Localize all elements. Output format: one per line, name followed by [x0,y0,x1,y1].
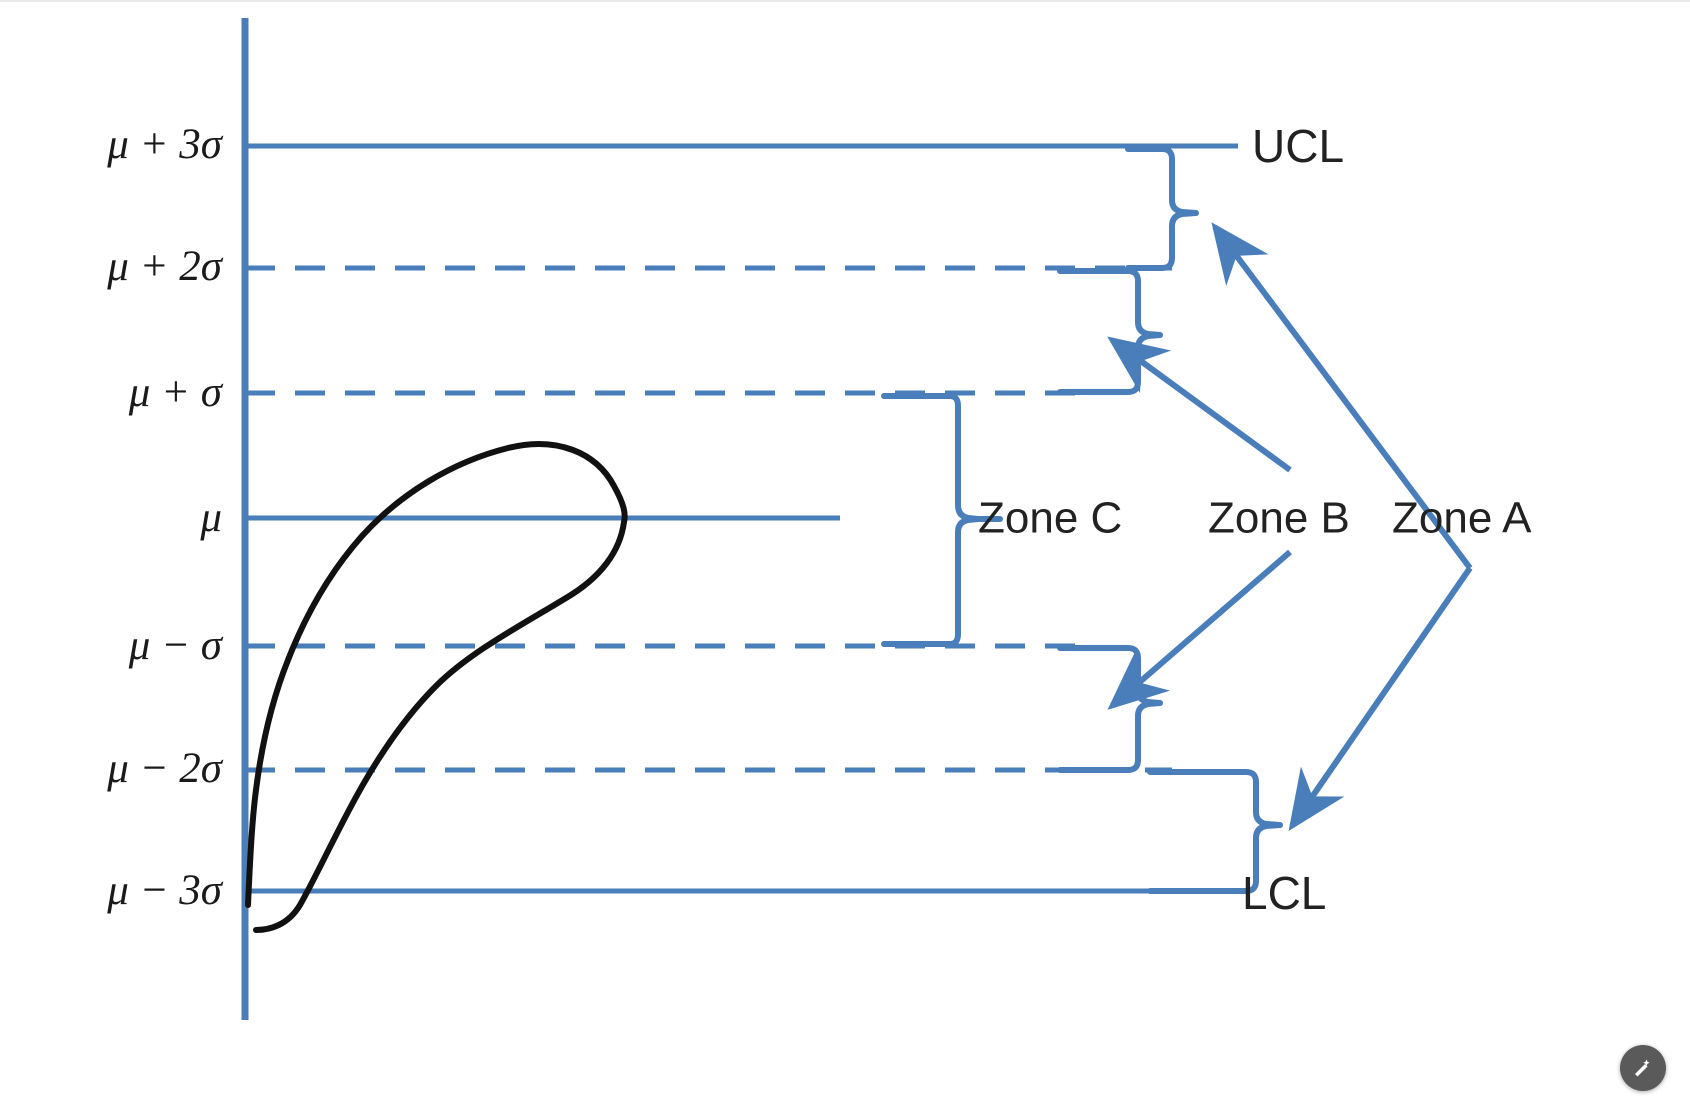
zone-b-lower-brace [1057,645,1163,773]
lcl-label: LCL [1242,867,1326,919]
normal-distribution-curve [245,441,628,933]
zone-c-brace [881,393,981,647]
magic-wand-icon [1635,1059,1650,1077]
zone-b-upper-brace [1057,268,1163,395]
zone-b-label: Zone B [1208,494,1350,543]
zone-a-lower-brace [1147,769,1283,894]
axis-label-minus2sigma: μ − 2σ [106,745,224,792]
axis-label-minus3sigma: μ − 3σ [106,867,224,914]
page-top-divider [0,0,1690,2]
axis-label-plus2sigma: μ + 2σ [106,243,224,290]
zone-a-upper-arrow [1211,222,1473,570]
zone-a-upper-brace [1125,146,1199,271]
zone-a-lower-arrow [1288,566,1473,831]
zone-b-upper-arrow [1107,336,1292,473]
magic-wand-button[interactable] [1620,1045,1666,1091]
zone-a-label: Zone A [1392,494,1532,543]
axis-label-plus3sigma: μ + 3σ [106,121,224,168]
ucl-label: UCL [1252,120,1344,172]
zone-b-lower-arrow [1107,549,1292,710]
axis-label-plus1sigma: μ + σ [128,369,224,416]
axis-label-mu: μ [199,494,222,541]
axis-label-minus1sigma: μ − σ [128,622,224,669]
zone-c-label: Zone C [978,494,1122,543]
